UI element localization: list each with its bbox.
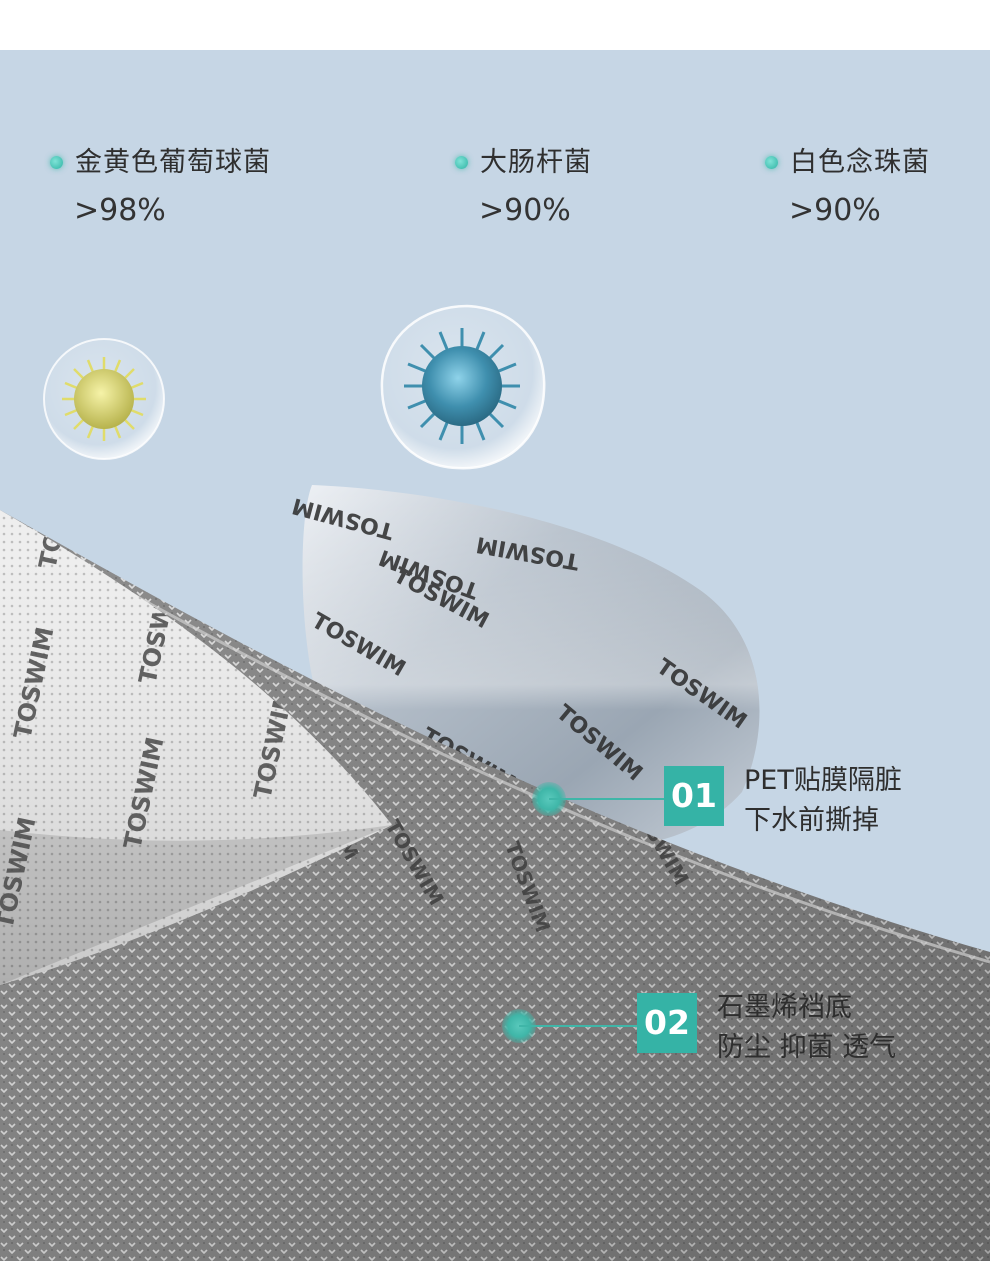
callout-subtitle: 下水前撕掉 — [744, 805, 879, 836]
stat-value: >98% — [74, 193, 166, 228]
staphylococcus-virus-icon — [43, 338, 165, 460]
callout-number-badge: 01 — [664, 766, 724, 826]
callout-title: 石墨烯裆底 — [717, 992, 852, 1023]
stat-name: 白色念珠菌 — [790, 147, 930, 178]
stat-value: >90% — [789, 193, 881, 228]
bullet-dot-icon — [455, 156, 468, 169]
callout-subtitle: 防尘 抑菌 透气 — [717, 1032, 897, 1063]
stat-name: 金黄色葡萄球菌 — [75, 147, 271, 178]
fabric-illustration: TOSWIM TOSWIM TOSWIM TOSWIM TOSWIM TOSWI… — [0, 304, 990, 1261]
stat-value: >90% — [479, 193, 571, 228]
product-feature-panel: TOSWIM TOSWIM TOSWIM TOSWIM TOSWIM TOSWI… — [0, 50, 990, 1261]
ecoli-virus-icon — [380, 304, 546, 470]
callout-connector — [519, 1025, 637, 1027]
stat-name: 大肠杆菌 — [480, 147, 592, 178]
callout-number-badge: 02 — [637, 993, 697, 1053]
callout-title: PET贴膜隔脏 — [744, 765, 902, 796]
callout-connector — [549, 798, 664, 800]
bullet-dot-icon — [50, 156, 63, 169]
bullet-dot-icon — [765, 156, 778, 169]
